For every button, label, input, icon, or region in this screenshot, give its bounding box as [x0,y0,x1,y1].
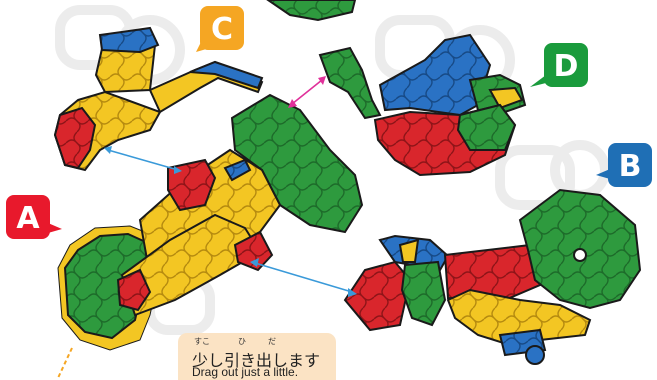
step-b-badge: B [596,143,652,187]
step-d-badge: D [530,43,588,87]
svg-text:A: A [16,201,40,236]
connection-arrows [57,76,357,379]
instruction-english: Drag out just a little. [192,365,299,379]
model-step-c [53,26,264,172]
step-a-badge: A [6,195,62,239]
instruction-japanese: 少し引き出します [192,351,321,370]
model-step-a [57,93,364,351]
svg-text:D: D [554,49,579,84]
ruby-hiki: ひ [238,337,246,346]
svg-text:B: B [619,149,642,184]
ruby-da: だ [268,337,276,346]
svg-text:C: C [211,12,233,47]
model-step-b [343,188,642,365]
ruby-sukoshi: すこ [194,337,210,346]
step-c-badge: C [196,6,244,52]
instruction-note: すこ ひ だ 少し引き出します Drag out just a little. [178,333,336,380]
model-step-d [318,33,527,177]
